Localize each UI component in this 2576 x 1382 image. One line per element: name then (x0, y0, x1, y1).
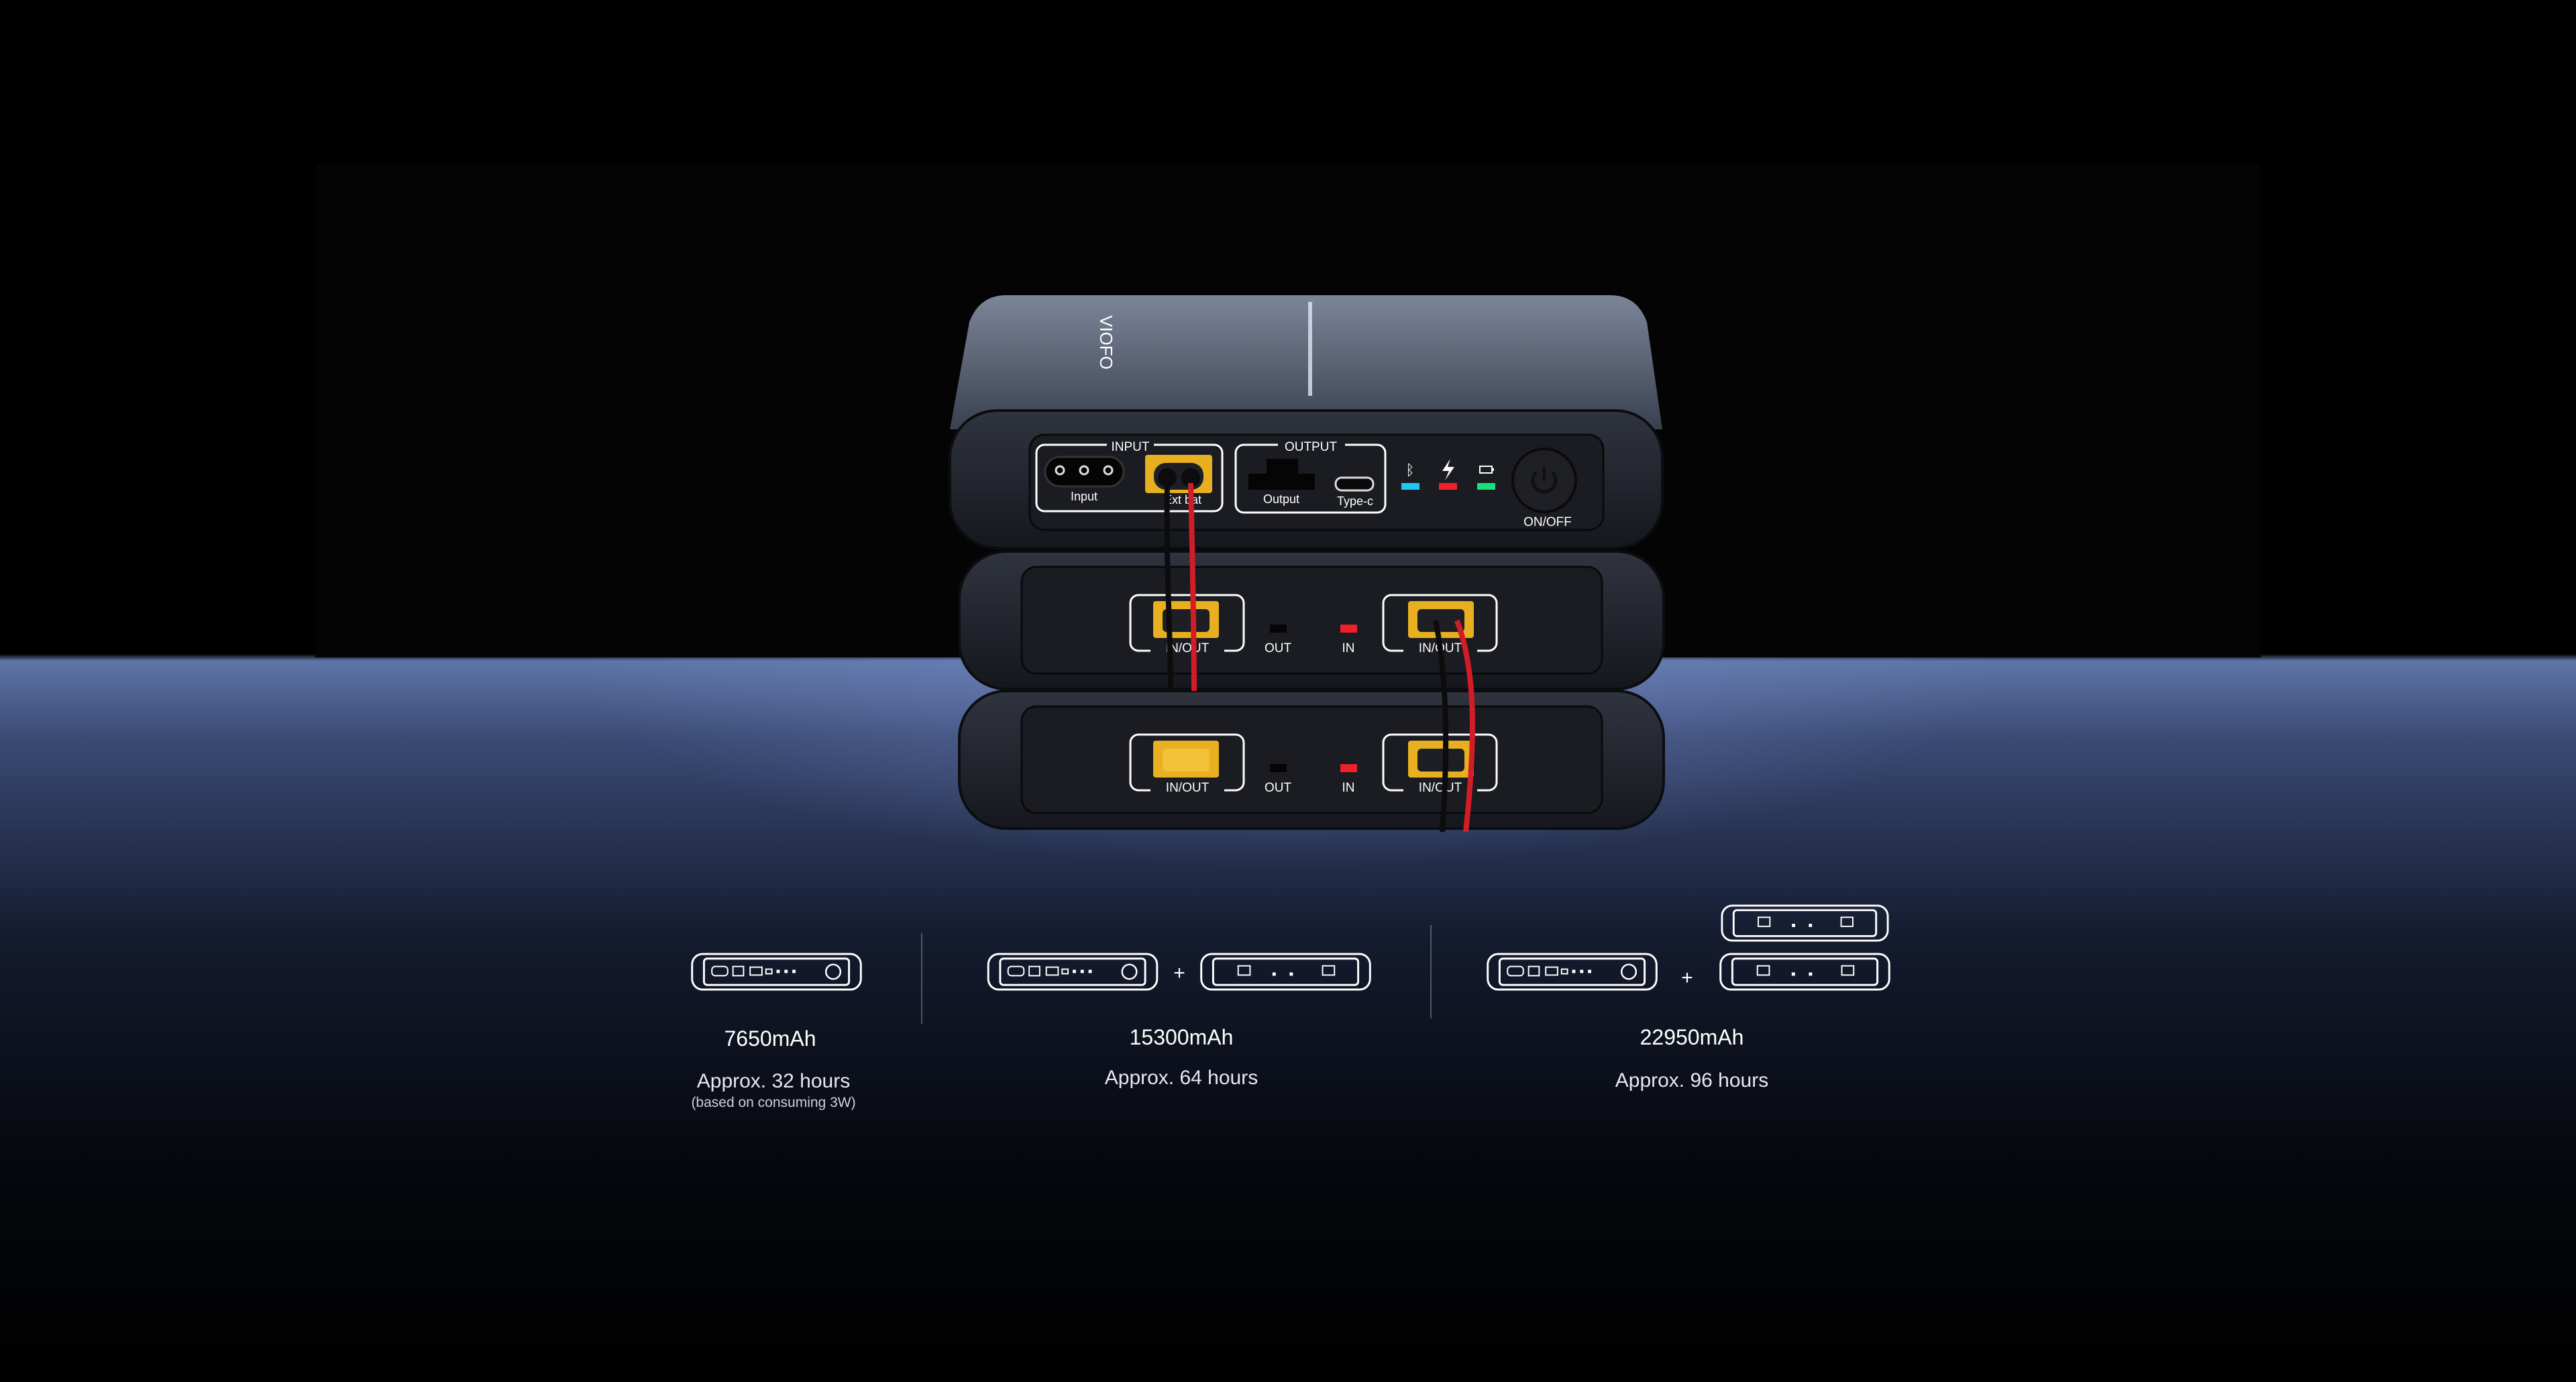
main-unit-diagram-icon (987, 953, 1159, 991)
inout-label: IN/OUT (1166, 641, 1210, 655)
single-unit-diagram-icon (691, 953, 862, 991)
in-label: IN (1342, 641, 1355, 655)
duration-32h: Approx. 32 hours (696, 1070, 851, 1092)
unit-panel (1020, 566, 1603, 675)
main-power-bank: VIOFO INPUT Input Ext bat OUTPUT Output … (949, 295, 1664, 549)
input-port (1044, 456, 1125, 488)
out-led (1270, 764, 1287, 772)
brand-logo: VIOFO (1096, 315, 1116, 370)
charge-led (1439, 483, 1457, 490)
output-port (1248, 459, 1315, 490)
divider (921, 933, 922, 1024)
capacity-7650: 7650mAh (724, 1026, 816, 1051)
unit-panel (1020, 705, 1603, 814)
divider (1430, 925, 1432, 1018)
extension-unit-diagram-icon (1200, 953, 1371, 991)
duration-64h: Approx. 64 hours (1104, 1067, 1258, 1089)
plus-sign: + (1681, 967, 1693, 989)
cables (1164, 482, 1475, 833)
plus-sign: + (1173, 962, 1185, 984)
inout-label: IN/OUT (1419, 781, 1462, 795)
red-cable-1 (1188, 482, 1197, 692)
capacity-22950: 22950mAh (1640, 1025, 1744, 1049)
power-icon (1531, 471, 1558, 494)
input-group-label: INPUT (1112, 440, 1150, 454)
consumption-note: (based on consuming 3W) (691, 1095, 856, 1110)
in-led (1340, 764, 1357, 772)
bluetooth-icon: ᛒ (1405, 462, 1414, 478)
black-cable-1 (1164, 482, 1173, 692)
input-port-label: Input (1071, 490, 1097, 503)
lightning-icon (1442, 459, 1454, 480)
out-led (1270, 625, 1287, 633)
out-label: OUT (1265, 641, 1292, 655)
main-unit-diagram-icon (1487, 953, 1658, 991)
duration-96h: Approx. 96 hours (1615, 1069, 1769, 1092)
extension-unit-diagram-icon (1721, 904, 1889, 942)
typec-port (1334, 476, 1375, 492)
inout-label: IN/OUT (1166, 781, 1210, 795)
in-label: IN (1342, 781, 1355, 795)
output-group-label: OUTPUT (1285, 440, 1338, 454)
extension-battery-2: IN/OUT IN/OUT OUT IN (958, 690, 1665, 830)
battery-led (1477, 483, 1495, 490)
out-label: OUT (1265, 781, 1292, 795)
top-highlight (1308, 302, 1312, 396)
battery-icon (1479, 466, 1494, 474)
in-led (1340, 625, 1357, 633)
bluetooth-led (1401, 483, 1419, 490)
capacity-15300: 15300mAh (1129, 1025, 1234, 1049)
extension-unit-diagram-icon (1719, 953, 1890, 991)
black-cable-2 (1433, 620, 1449, 833)
typec-label: Type-c (1337, 494, 1373, 508)
power-button[interactable] (1511, 447, 1577, 513)
output-port-label: Output (1263, 492, 1299, 506)
red-cable-2 (1454, 619, 1475, 833)
power-label: ON/OFF (1523, 515, 1572, 529)
